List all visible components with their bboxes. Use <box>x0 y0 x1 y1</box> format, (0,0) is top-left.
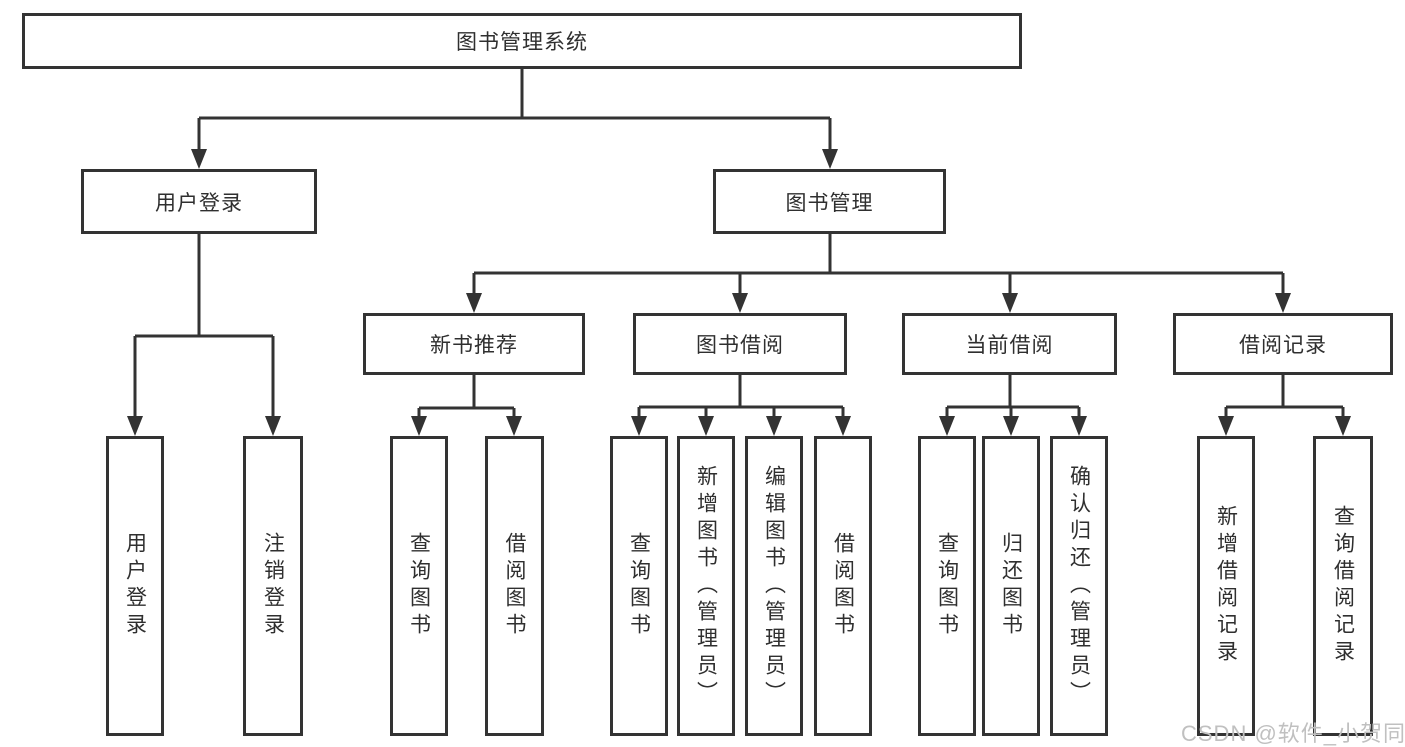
connector-book-borrow-children <box>631 375 851 436</box>
node-new-book-recommend: 新书推荐 <box>363 313 585 375</box>
leaf-query-borrow-record: 查询借阅记录 <box>1313 436 1373 736</box>
leaf-borrow-book-recommend: 借阅图书 <box>485 436 544 736</box>
connector-root-to-level2 <box>191 69 838 169</box>
leaf-logout-login-label: 注销登录 <box>261 532 285 640</box>
leaf-borrow-book-recommend-label: 借阅图书 <box>503 532 526 640</box>
connector-user-login-children <box>127 234 281 436</box>
node-user-login-label: 用户登录 <box>155 191 243 215</box>
leaf-user-login-label: 用户登录 <box>123 532 147 640</box>
leaf-confirm-return-admin: 确认归还（管理员） <box>1050 436 1108 736</box>
leaf-query-book-borrow: 查询图书 <box>610 436 668 736</box>
node-new-book-recommend-label: 新书推荐 <box>430 334 518 357</box>
node-current-borrow: 当前借阅 <box>902 313 1117 375</box>
leaf-add-borrow-record-label: 新增借阅记录 <box>1214 505 1238 667</box>
node-book-management: 图书管理 <box>713 169 946 234</box>
leaf-query-book-current-label: 查询图书 <box>935 532 959 640</box>
leaf-logout-login: 注销登录 <box>243 436 303 736</box>
leaf-add-borrow-record: 新增借阅记录 <box>1197 436 1255 736</box>
leaf-query-book-borrow-label: 查询图书 <box>627 532 651 640</box>
node-borrow-records: 借阅记录 <box>1173 313 1393 375</box>
node-system-root-label: 图书管理系统 <box>456 31 588 54</box>
connector-new-book-recommend-children <box>411 375 522 436</box>
leaf-borrow-book: 借阅图书 <box>814 436 872 736</box>
node-book-borrow: 图书借阅 <box>633 313 847 375</box>
leaf-return-book-label: 归还图书 <box>999 532 1023 640</box>
node-borrow-records-label: 借阅记录 <box>1239 334 1327 357</box>
node-current-borrow-label: 当前借阅 <box>965 334 1054 357</box>
connector-borrow-records-children <box>1218 375 1351 436</box>
leaf-add-book-admin: 新增图书（管理员） <box>677 436 735 736</box>
node-book-borrow-label: 图书借阅 <box>696 334 784 357</box>
watermark: CSDN @软件_小贺同学 <box>1181 721 1405 746</box>
leaf-edit-book-admin-label: 编辑图书（管理员） <box>762 464 786 708</box>
connector-current-borrow-children <box>939 375 1087 436</box>
leaf-query-book-current: 查询图书 <box>918 436 976 736</box>
node-system-root: 图书管理系统 <box>22 13 1022 69</box>
connector-book-management-children <box>466 233 1291 313</box>
leaf-edit-book-admin: 编辑图书（管理员） <box>745 436 803 736</box>
leaf-borrow-book-label: 借阅图书 <box>831 532 855 640</box>
node-book-management-label: 图书管理 <box>785 191 874 215</box>
leaf-user-login: 用户登录 <box>106 436 164 736</box>
node-user-login: 用户登录 <box>81 169 317 234</box>
leaf-query-book-recommend-label: 查询图书 <box>407 532 431 640</box>
leaf-return-book: 归还图书 <box>982 436 1040 736</box>
leaf-query-borrow-record-label: 查询借阅记录 <box>1331 505 1355 667</box>
leaf-confirm-return-admin-label: 确认归还（管理员） <box>1067 464 1091 708</box>
leaf-query-book-recommend: 查询图书 <box>390 436 448 736</box>
leaf-add-book-admin-label: 新增图书（管理员） <box>694 464 718 708</box>
